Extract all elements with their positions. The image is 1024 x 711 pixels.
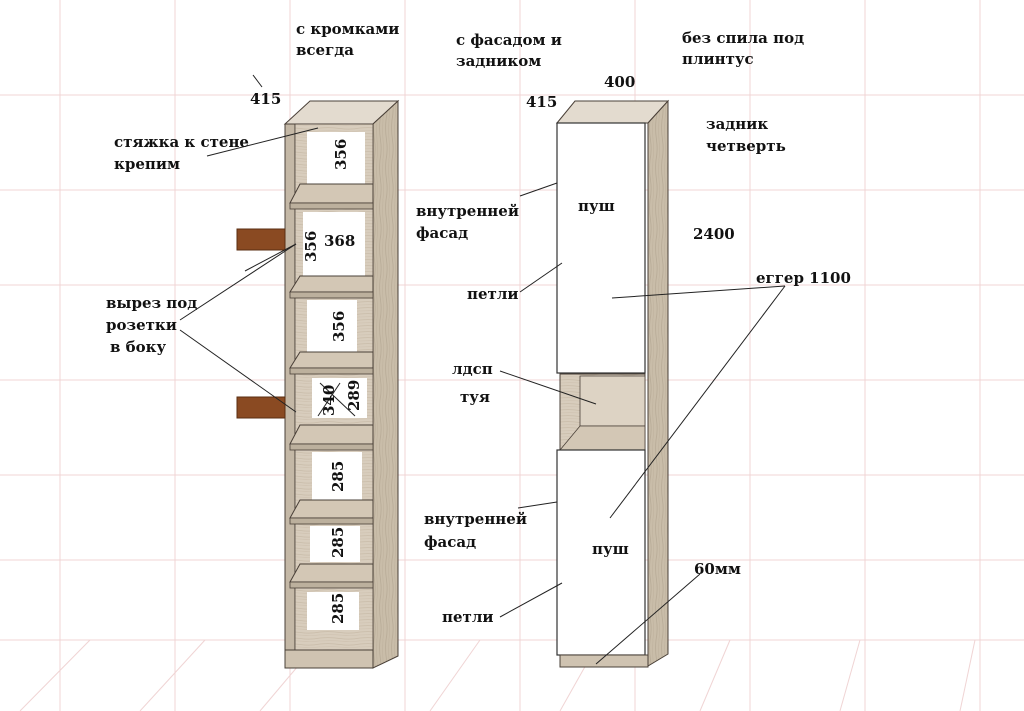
inner-facade-top-line2: фасад — [416, 224, 468, 242]
lower-door — [556, 449, 646, 656]
shelves — [289, 183, 374, 589]
tie-to-wall-line2: крепим — [114, 155, 180, 173]
leader-lines — [179, 74, 786, 665]
push-bottom-label: пуш — [592, 540, 629, 558]
cutout-sockets-line1: вырез под — [106, 294, 197, 312]
inner-facade-top-line1: внутренней — [416, 202, 519, 220]
edges-always-line1: с кромками — [296, 20, 399, 38]
inner-facade-bottom-line1: внутренней — [424, 510, 527, 528]
tie-to-wall-line1: стяжка к стене — [114, 133, 249, 151]
egger-label: еггер 1100 — [756, 269, 851, 287]
upper-door — [556, 122, 646, 374]
hinges-top-label: петли — [467, 285, 519, 303]
socket-cutout-lower — [236, 396, 286, 419]
right-width-dim: 400 — [604, 73, 635, 91]
edges-always-line2: всегда — [296, 41, 354, 59]
shelf-dim-2a: 368 — [324, 232, 355, 250]
left-cabinet — [236, 99, 400, 669]
plinth-dim: 60мм — [694, 560, 741, 578]
shelf-dim-1: 356 — [332, 139, 350, 170]
hinges-bottom-label: петли — [442, 608, 494, 626]
annotation-labels: с кромками всегда с фасадом и задником б… — [106, 20, 851, 626]
shelf-dim-6: 285 — [329, 527, 347, 558]
height-dim: 2400 — [693, 225, 735, 243]
plinth — [559, 654, 649, 668]
back-quarter-line2: четверть — [706, 137, 786, 155]
opening-2 — [303, 212, 365, 282]
no-cut-plinth-line1: без спила под — [682, 29, 804, 47]
shelf-dim-7: 285 — [329, 593, 347, 624]
opening-7 — [307, 592, 359, 630]
chipboard-label: лдсп — [452, 360, 493, 378]
right-cabinet — [555, 99, 670, 668]
opening-5 — [312, 452, 362, 500]
socket-cutout-upper — [236, 228, 286, 251]
shelf-dim-5: 285 — [329, 461, 347, 492]
inner-facade-bottom-line2: фасад — [424, 533, 476, 551]
opening-6 — [310, 526, 360, 562]
with-facade-back-line2: задником — [456, 52, 541, 70]
shelf-dim-2b: 356 — [302, 231, 320, 262]
no-cut-plinth-line2: плинтус — [682, 50, 754, 68]
left-depth-dim: 415 — [250, 90, 281, 108]
shelf-dim-3: 356 — [330, 311, 348, 342]
back-quarter-line1: задник — [706, 115, 768, 133]
right-depth-dim: 415 — [526, 93, 557, 111]
with-facade-back-line1: с фасадом и — [456, 31, 562, 49]
opening-3 — [307, 300, 357, 352]
push-top-label: пуш — [578, 197, 615, 215]
shelf-dim-4a: 340 — [320, 385, 338, 416]
opening-1 — [307, 132, 365, 184]
shelf-dim-4b: 289 — [345, 380, 363, 411]
cutout-sockets-line2: розетки — [106, 316, 177, 334]
cutout-sockets-line3: в боку — [110, 338, 166, 356]
thuja-label: туя — [460, 388, 490, 406]
dimension-labels: 415 415 400 2400 60мм 356 368 356 356 34… — [250, 73, 741, 624]
